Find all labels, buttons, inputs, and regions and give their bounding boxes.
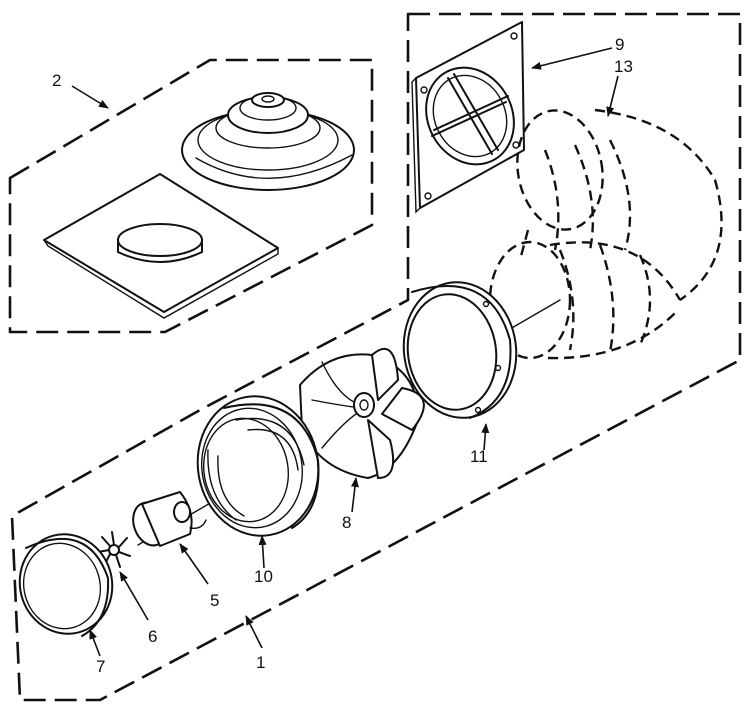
front-cover xyxy=(18,533,114,637)
callout-5: 5 xyxy=(210,591,219,610)
flexible-duct xyxy=(488,108,723,360)
callout-8: 8 xyxy=(342,513,351,532)
callout-10: 10 xyxy=(254,567,273,586)
callout-11: 11 xyxy=(470,447,488,466)
wall-plate-grille xyxy=(411,21,525,214)
small-impeller xyxy=(97,531,131,568)
housing-collar xyxy=(402,281,518,419)
callout-9: 9 xyxy=(615,35,624,54)
roof-flashing-plate xyxy=(43,173,279,319)
callout-2: 2 xyxy=(52,71,61,90)
leader-lines xyxy=(71,47,619,657)
callout-labels: 2 9 13 11 8 10 5 6 7 1 xyxy=(52,35,633,676)
callout-6: 6 xyxy=(148,627,157,646)
fan-blade xyxy=(299,348,425,479)
motor-housing xyxy=(196,395,320,537)
kit-1-boundary xyxy=(10,12,742,702)
callout-1: 1 xyxy=(256,653,265,672)
callout-13: 13 xyxy=(614,57,633,76)
kit-2-boundary xyxy=(8,58,374,334)
callout-7: 7 xyxy=(96,657,105,676)
motor xyxy=(132,491,207,547)
roof-cap xyxy=(181,92,355,191)
